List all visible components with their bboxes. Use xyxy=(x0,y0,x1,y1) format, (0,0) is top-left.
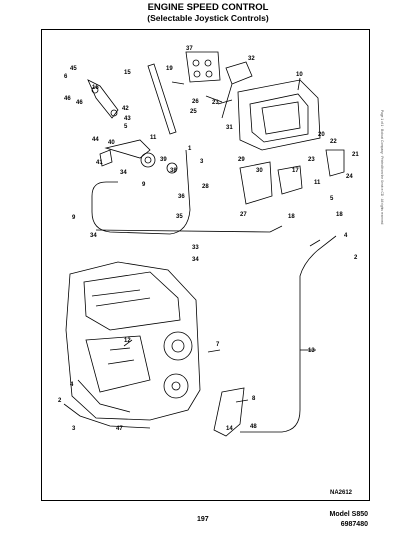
callout-21: 21 xyxy=(352,152,359,158)
page-title: ENGINE SPEED CONTROL xyxy=(147,2,269,13)
callout-10: 10 xyxy=(296,72,303,78)
left-linkage xyxy=(87,79,119,119)
callout-6: 6 xyxy=(64,74,68,80)
diagram-frame xyxy=(41,29,370,501)
foot-pedal xyxy=(225,61,253,85)
callout-32: 32 xyxy=(248,56,255,62)
callout-16: 16 xyxy=(92,85,99,91)
callout-8: 8 xyxy=(252,396,256,402)
callout-4: 4 xyxy=(344,233,348,239)
callout-5b: 5 xyxy=(330,196,334,202)
page-subtitle: (Selectable Joystick Controls) xyxy=(147,13,269,23)
callout-12: 12 xyxy=(124,338,131,344)
callout-9b: 9 xyxy=(72,215,76,221)
callout-33: 33 xyxy=(192,245,199,251)
callout-45: 45 xyxy=(70,66,77,72)
callout-1: 1 xyxy=(188,146,192,152)
rod-15 xyxy=(147,63,177,135)
callout-37: 37 xyxy=(186,46,193,52)
callout-25: 25 xyxy=(190,109,197,115)
callout-5: 5 xyxy=(124,124,128,130)
callout-9: 9 xyxy=(142,182,146,188)
page-number: 197 xyxy=(197,516,209,523)
callout-40: 40 xyxy=(108,140,115,146)
callout-28: 28 xyxy=(202,184,209,190)
callout-30: 30 xyxy=(256,168,263,174)
right-bracket xyxy=(239,161,273,205)
callout-15: 15 xyxy=(124,70,131,76)
callout-23: 23 xyxy=(212,100,219,106)
callout-24: 24 xyxy=(346,174,353,180)
callout-20: 20 xyxy=(318,132,325,138)
callout-11: 11 xyxy=(150,135,157,141)
side-footnote: Page 1 of 1 · Bobcat Company · Printed f… xyxy=(380,110,384,225)
cable-13 xyxy=(240,235,337,433)
callout-38: 38 xyxy=(170,168,177,174)
callout-22: 22 xyxy=(330,139,337,145)
callout-3: 3 xyxy=(200,159,204,165)
callout-3b: 3 xyxy=(72,426,76,432)
model-label: Model S850 xyxy=(329,511,368,518)
callout-27: 27 xyxy=(240,212,247,218)
bracket-8 xyxy=(213,387,245,437)
callout-35: 35 xyxy=(176,214,183,220)
engine-block xyxy=(65,261,201,421)
callout-36: 36 xyxy=(178,194,185,200)
callout-4b: 4 xyxy=(70,382,74,388)
callout-34c: 34 xyxy=(192,257,199,263)
callout-46b: 46 xyxy=(76,100,83,106)
callout-14: 14 xyxy=(226,426,233,432)
callout-11b: 11 xyxy=(314,180,321,186)
callout-19: 19 xyxy=(166,66,173,72)
callout-43: 43 xyxy=(124,116,131,122)
callout-2b: 2 xyxy=(58,398,62,404)
callout-26: 26 xyxy=(192,99,199,105)
callout-17: 17 xyxy=(292,168,299,174)
callout-39: 39 xyxy=(160,157,167,163)
callout-18b: 18 xyxy=(288,214,295,220)
callout-7: 7 xyxy=(216,342,220,348)
cable-bottom xyxy=(63,403,151,429)
callout-34b: 34 xyxy=(90,233,97,239)
callout-2: 2 xyxy=(354,255,358,261)
callout-46: 46 xyxy=(64,96,71,102)
pedal-bracket xyxy=(185,51,221,83)
callout-labels: 45 6 16 46 46 15 19 37 32 10 42 43 26 23… xyxy=(58,46,359,496)
callout-31: 31 xyxy=(226,125,233,131)
callout-41: 41 xyxy=(96,160,103,166)
figure-code: NA2612 xyxy=(330,490,353,496)
callout-48: 48 xyxy=(250,424,257,430)
callout-29: 29 xyxy=(238,157,245,163)
callout-18: 18 xyxy=(336,212,343,218)
callout-34: 34 xyxy=(120,170,127,176)
part-number: 6987480 xyxy=(340,521,368,528)
callout-23b: 23 xyxy=(308,157,315,163)
callout-44: 44 xyxy=(92,137,99,143)
cable-35 xyxy=(91,149,191,235)
callout-13: 13 xyxy=(308,348,315,354)
callout-47: 47 xyxy=(116,426,123,432)
callout-42: 42 xyxy=(122,106,129,112)
